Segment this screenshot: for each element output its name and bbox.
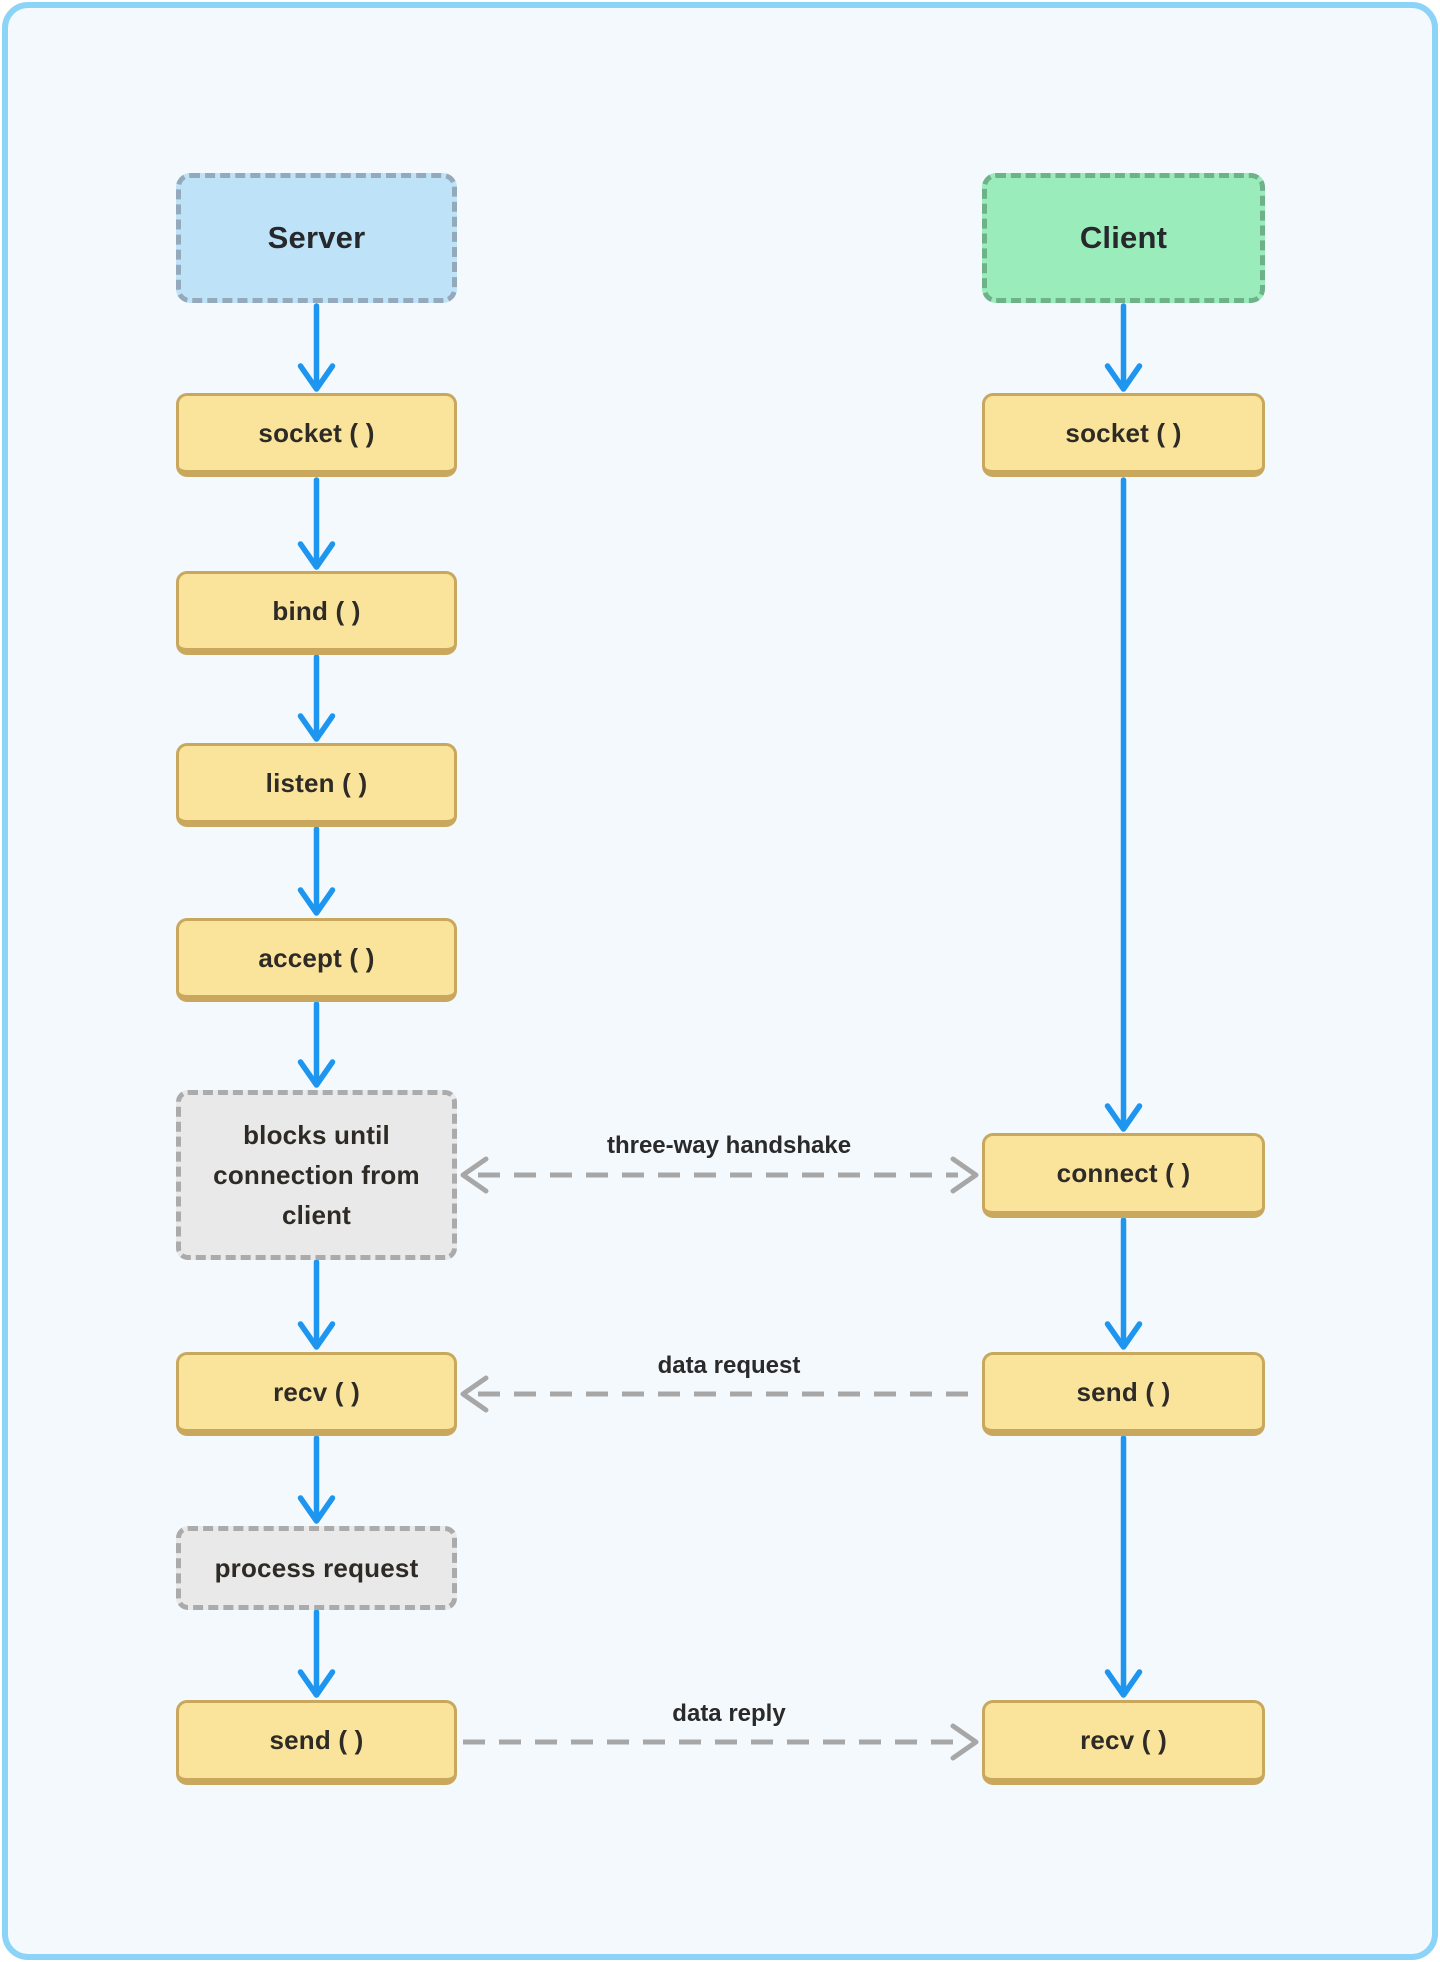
server-step-recv: recv ( ) bbox=[176, 1352, 457, 1436]
server-step-socket: socket ( ) bbox=[176, 393, 457, 477]
server-step-listen-label: listen ( ) bbox=[265, 767, 368, 798]
server-step-recv-label: recv ( ) bbox=[273, 1376, 360, 1407]
client-step-connect-label: connect ( ) bbox=[1056, 1158, 1191, 1188]
server-title-box: Server bbox=[176, 173, 457, 303]
server-note-process-label: process request bbox=[214, 1552, 419, 1583]
server-step-accept-label: accept ( ) bbox=[258, 942, 375, 973]
data-reply-message-label: data reply bbox=[672, 1700, 786, 1727]
handshake-message-label: three-way handshake bbox=[606, 1132, 852, 1159]
server-step-accept: accept ( ) bbox=[176, 918, 457, 1002]
server-note-blocks-until-connection: blocks until connection from client bbox=[176, 1090, 457, 1260]
client-step-socket-label: socket ( ) bbox=[1065, 417, 1182, 448]
client-step-send: send ( ) bbox=[982, 1352, 1265, 1436]
data-request-message-label: data request bbox=[657, 1352, 801, 1379]
server-note-blocks-label: blocks until connection from client bbox=[213, 1119, 420, 1231]
server-step-bind: bind ( ) bbox=[176, 571, 457, 655]
server-note-process-request: process request bbox=[176, 1526, 457, 1610]
client-step-recv: recv ( ) bbox=[982, 1700, 1265, 1785]
server-title-label: Server bbox=[267, 220, 366, 255]
client-step-send-label: send ( ) bbox=[1076, 1376, 1171, 1407]
client-step-recv-label: recv ( ) bbox=[1080, 1725, 1167, 1755]
client-step-socket: socket ( ) bbox=[982, 393, 1265, 477]
server-step-listen: listen ( ) bbox=[176, 743, 457, 827]
client-step-connect: connect ( ) bbox=[982, 1133, 1265, 1218]
server-step-send-label: send ( ) bbox=[269, 1725, 364, 1755]
client-title-label: Client bbox=[1079, 220, 1168, 255]
server-step-bind-label: bind ( ) bbox=[272, 595, 361, 626]
client-title-box: Client bbox=[982, 173, 1265, 303]
server-step-send: send ( ) bbox=[176, 1700, 457, 1785]
server-step-socket-label: socket ( ) bbox=[258, 417, 375, 448]
